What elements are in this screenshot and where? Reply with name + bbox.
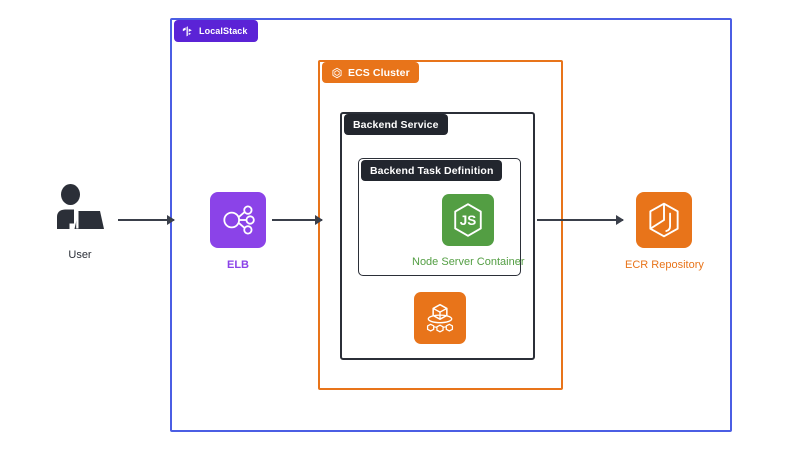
backend-task-definition-boundary-box <box>358 158 521 276</box>
ecs-cluster-icon <box>331 67 343 79</box>
elastic-load-balancer-icon[interactable] <box>210 192 266 248</box>
localstack-boundary-label: LocalStack <box>174 20 258 42</box>
node-node-server-container[interactable]: JS Node Server Container <box>412 194 525 268</box>
localstack-label-text: LocalStack <box>199 26 248 36</box>
node-ecr-repository[interactable]: ECR Repository <box>625 192 704 271</box>
node-ecs-service[interactable] <box>414 292 466 355</box>
node-user: User <box>52 184 108 261</box>
backend-service-boundary-label: Backend Service <box>344 114 448 135</box>
node-ecr-repository-label: ECR Repository <box>625 259 704 271</box>
backend-task-definition-label-text: Backend Task Definition <box>370 164 494 177</box>
node-user-label: User <box>68 249 92 261</box>
ecs-cluster-label-text: ECS Cluster <box>348 66 410 79</box>
backend-service-label-text: Backend Service <box>353 118 439 131</box>
backend-task-definition-boundary-label: Backend Task Definition <box>361 160 503 181</box>
ecr-container-registry-icon[interactable] <box>636 192 693 248</box>
svg-text:JS: JS <box>460 213 477 228</box>
connector-user-to-elb <box>118 215 175 225</box>
node-node-server-container-label: Node Server Container <box>412 256 525 268</box>
localstack-logo-icon <box>181 25 194 38</box>
user-at-laptop-icon <box>52 184 108 236</box>
ecs-service-cube-icon[interactable] <box>414 292 466 344</box>
ecs-cluster-boundary-label: ECS Cluster <box>322 62 419 83</box>
node-elb-label: ELB <box>227 259 249 271</box>
localstack-boundary-box <box>170 18 732 432</box>
backend-service-boundary-box <box>340 112 535 360</box>
node-elb[interactable]: ELB <box>210 192 266 271</box>
connector-elb-to-ecs-cluster <box>272 215 323 225</box>
nodejs-js-hexagon-icon[interactable]: JS <box>442 194 495 246</box>
ecs-cluster-boundary-box <box>318 60 563 390</box>
connector-backend-service-to-ecr <box>537 215 624 225</box>
